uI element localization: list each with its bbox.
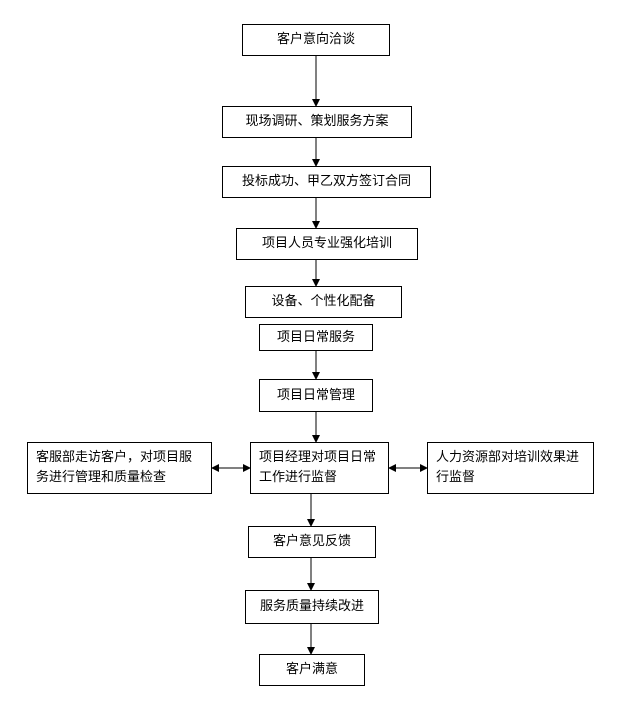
step-pm-supervision: 项目经理对项目日常工作进行监督 (250, 442, 389, 494)
step-quality-improvement: 服务质量持续改进 (245, 590, 379, 624)
step-daily-service: 项目日常服务 (259, 324, 373, 351)
step-site-survey: 现场调研、策划服务方案 (222, 106, 412, 138)
step-equipment: 设备、个性化配备 (245, 286, 402, 318)
step-daily-management: 项目日常管理 (259, 379, 373, 412)
step-staff-training: 项目人员专业强化培训 (236, 228, 418, 260)
side-box-customer-service-visit: 客服部走访客户，对项目服务进行管理和质量检查 (27, 442, 212, 494)
step-bid-contract: 投标成功、甲乙双方签订合同 (222, 166, 431, 198)
step-customer-satisfied: 客户满意 (259, 654, 365, 686)
step-customer-negotiation: 客户意向洽谈 (242, 24, 390, 56)
step-customer-feedback: 客户意见反馈 (248, 526, 376, 558)
side-box-hr-training-supervision: 人力资源部对培训效果进行监督 (427, 442, 594, 494)
